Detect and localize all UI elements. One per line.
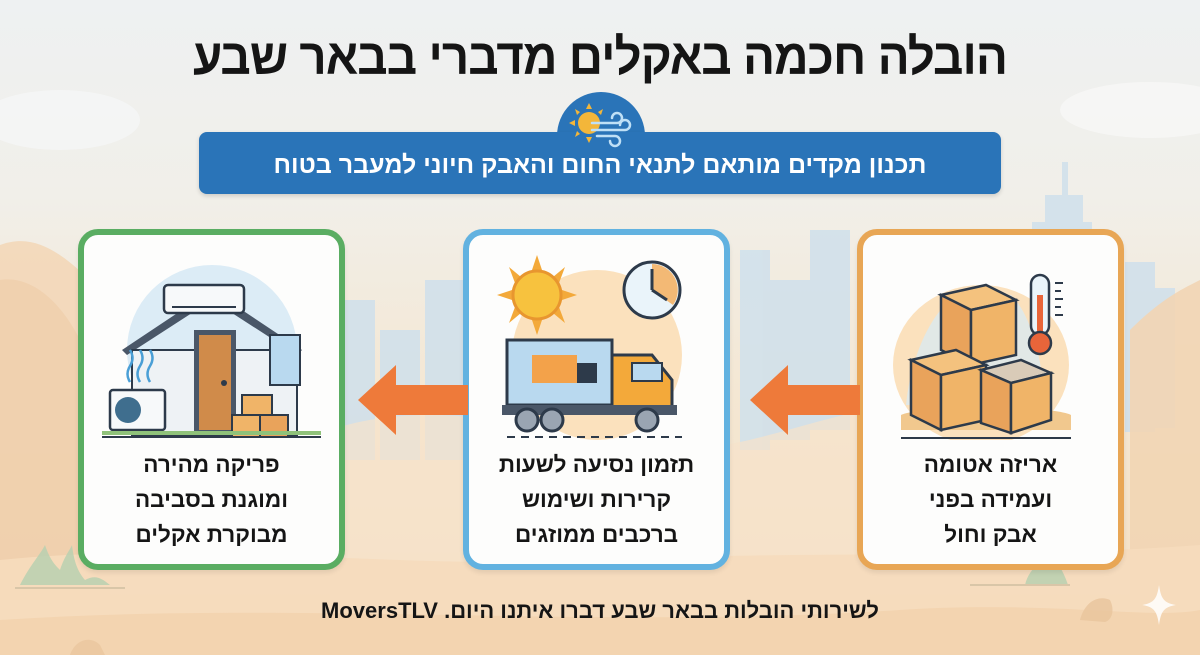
step-card-transport: תזמון נסיעה לשעות קרירות ושימוש ברכבים מ…: [463, 229, 730, 570]
subtitle-banner: [199, 132, 1001, 194]
step-label-line: אריזה אטומה: [923, 452, 1058, 477]
sun-wind-icon: [569, 103, 632, 148]
step-label-line: ומוגנת בסביבה: [134, 487, 289, 512]
step-label: תזמון נסיעה לשעות קרירות ושימוש ברכבים מ…: [475, 447, 718, 552]
arrow-left-icon: [358, 365, 468, 435]
step-label-line: ברכבים ממוזגים: [514, 522, 679, 547]
step-card-packing: אריזה אטומה ועמידה בפני אבק וחול: [857, 229, 1124, 570]
footer-cta-text: לשירותי הובלות בבאר שבע דברו איתנו היום.…: [321, 598, 879, 623]
page-title: הובלה חכמה באקלים מדברי בבאר שבע: [192, 29, 1008, 85]
step-card-unloading: פריקה מהירה ומוגנת בסביבה מבוקרת אקלים: [78, 229, 345, 570]
step-label: אריזה אטומה ועמידה בפני אבק וחול: [869, 447, 1112, 552]
subtitle-text: תכנון מקדים מותאם לתנאי החום והאבק חיוני…: [273, 151, 927, 179]
arrow-left-icon: [750, 365, 860, 435]
step-label-line: אבק וחול: [944, 522, 1037, 547]
air-conditioned-house-icon: [102, 265, 321, 438]
step-label: פריקה מהירה ומוגנת בסביבה מבוקרת אקלים: [90, 447, 333, 552]
step-label-line: ועמידה בפני: [928, 487, 1053, 512]
step-label-line: תזמון נסיעה לשעות: [498, 452, 695, 477]
sparkle-icon: [1142, 585, 1176, 625]
step-label-line: פריקה מהירה: [143, 452, 280, 477]
step-label-line: מבוקרת אקלים: [135, 522, 288, 547]
sealed-boxes-thermometer-icon: [893, 273, 1071, 440]
step-label-line: קרירות ושימוש: [521, 487, 672, 512]
truck-sun-clock-icon: [497, 255, 682, 440]
